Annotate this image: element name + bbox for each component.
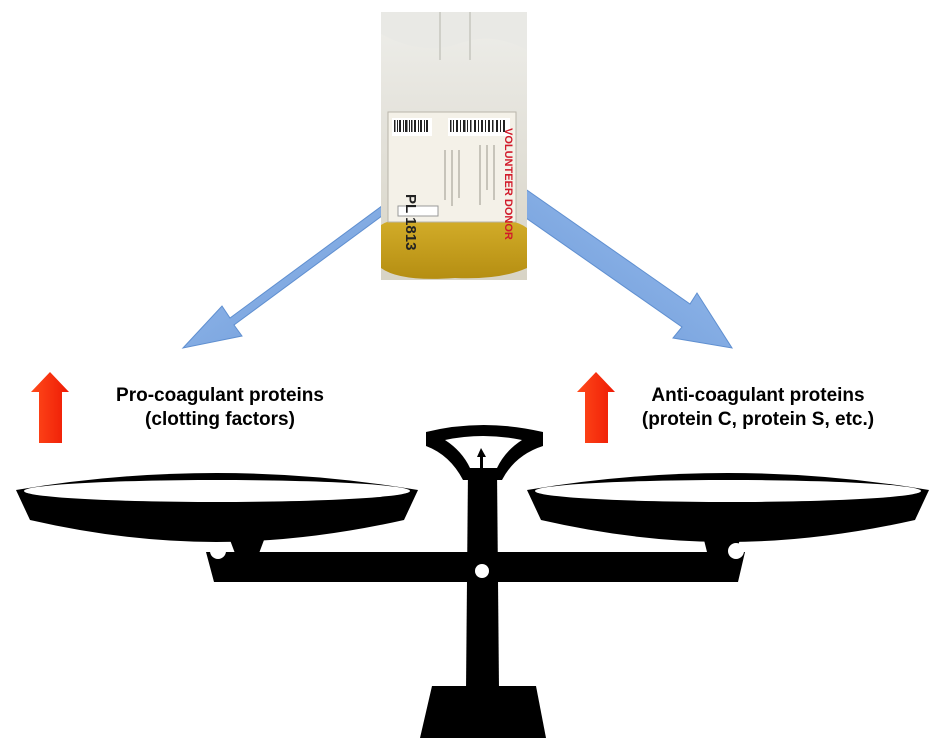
balance-scale [16,425,929,738]
anti-coagulant-title: Anti-coagulant proteins [608,384,908,408]
scale-base [420,686,546,738]
anti-coagulant-subtitle: (protein C, protein S, etc.) [608,408,908,432]
pro-coagulant-subtitle: (clotting factors) [70,408,370,432]
right-blue-arrow [516,188,732,348]
pro-coagulant-label: Pro-coagulant proteins (clotting factors… [70,384,370,432]
beam-pivot [475,564,489,578]
plasma-bag-photo: PL 1813 VOLUNTEER DONOR [381,12,527,280]
right-scale-pan [527,473,929,542]
bag-product-code: PL 1813 [402,194,419,250]
bag-label-header: VOLUNTEER DONOR [502,128,514,240]
left-blue-arrow [183,200,394,348]
scale-beam [206,552,745,582]
pro-coagulant-title: Pro-coagulant proteins [70,384,370,408]
left-red-up-arrow [31,372,69,443]
anti-coagulant-label: Anti-coagulant proteins (protein C, prot… [608,384,908,432]
left-scale-pan [16,473,418,542]
